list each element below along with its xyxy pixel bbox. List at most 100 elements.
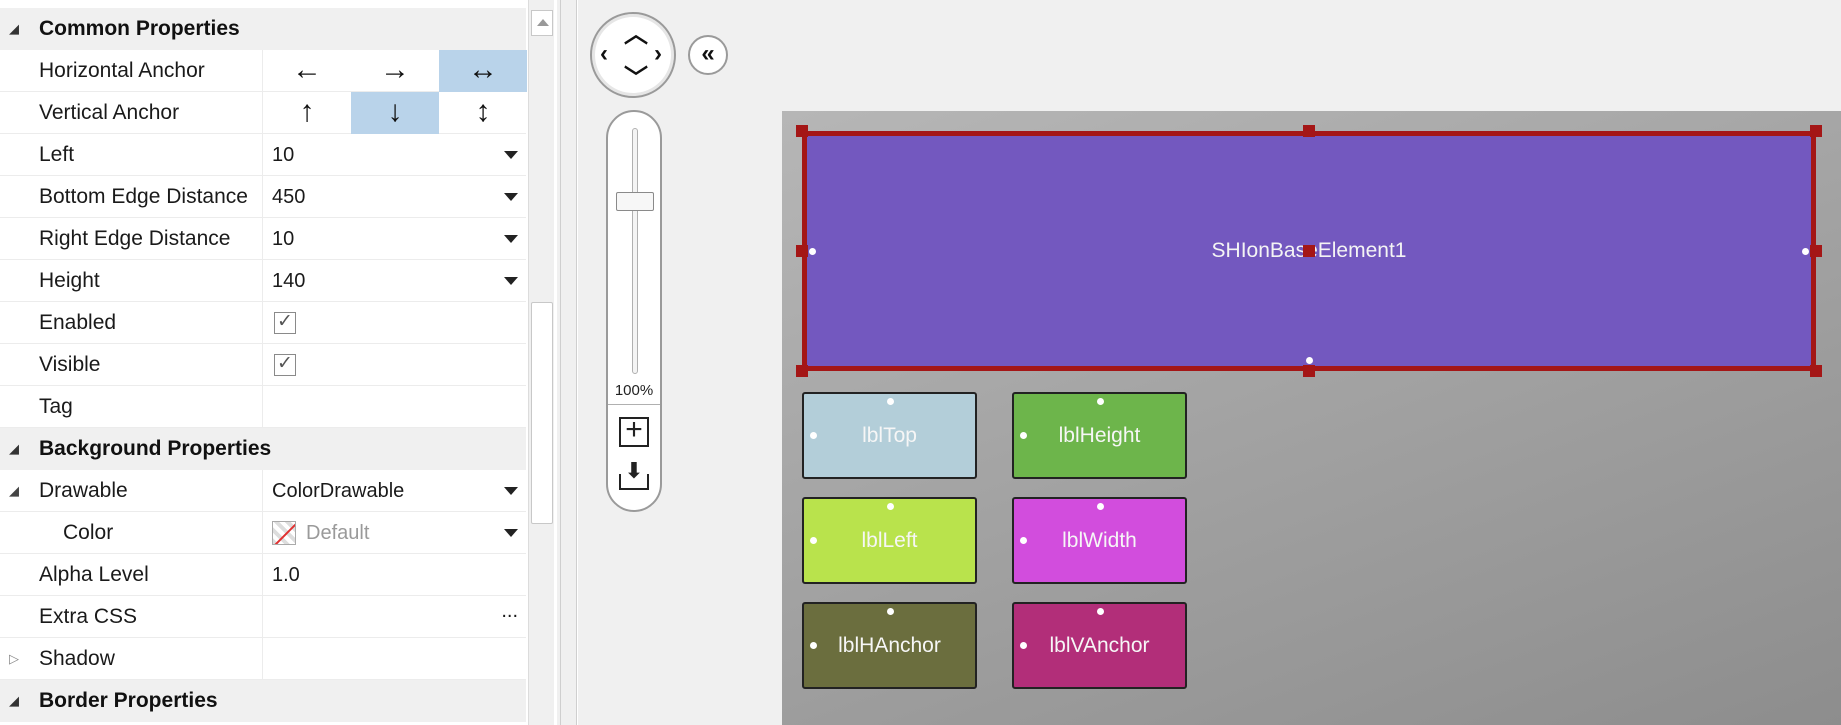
row-tag: Tag bbox=[0, 386, 526, 428]
element-label: lblVAnchor bbox=[1049, 633, 1150, 657]
label-element-lblwidth[interactable]: lblWidth bbox=[1012, 497, 1187, 584]
label-element-lblheight[interactable]: lblHeight bbox=[1012, 392, 1187, 479]
expand-arrow-icon[interactable]: ◢ bbox=[9, 483, 19, 498]
bottom-edge-distance-field[interactable]: 450 bbox=[262, 176, 526, 218]
scroll-up-arrow-icon[interactable] bbox=[531, 10, 553, 36]
scroll-thumb[interactable] bbox=[531, 302, 553, 524]
double-chevron-left-icon: « bbox=[701, 40, 715, 67]
design-canvas[interactable]: SHIonBaseElement1 lblTop lblHeight lblLe… bbox=[782, 111, 1841, 725]
anchor-dot bbox=[1306, 357, 1313, 364]
property-value: 1.0 bbox=[272, 564, 300, 586]
row-right-edge-distance: Right Edge Distance 10 bbox=[0, 218, 526, 260]
anchor-both-horizontal-icon[interactable]: ↔ bbox=[439, 50, 527, 92]
move-handle-center[interactable] bbox=[1303, 245, 1315, 257]
dropdown-arrow-icon[interactable] bbox=[504, 235, 518, 243]
property-name: Right Edge Distance bbox=[39, 227, 231, 250]
category-background-properties[interactable]: ◢ Background Properties bbox=[0, 428, 526, 470]
label-element-lblhanchor[interactable]: lblHAnchor bbox=[802, 602, 977, 689]
dropdown-arrow-icon[interactable] bbox=[504, 487, 518, 495]
shadow-value-field[interactable] bbox=[262, 638, 526, 680]
property-grid-scrollbar[interactable] bbox=[528, 0, 554, 725]
color-value-field[interactable]: Default bbox=[262, 512, 526, 554]
expand-arrow-icon[interactable]: ◢ bbox=[9, 21, 19, 36]
dropdown-arrow-icon[interactable] bbox=[504, 151, 518, 159]
zoom-slider-thumb[interactable] bbox=[616, 192, 654, 212]
anchor-top-icon[interactable]: ↑ bbox=[299, 95, 315, 128]
pan-down-icon[interactable]: ﹀ bbox=[624, 65, 648, 92]
resize-handle-left[interactable] bbox=[796, 245, 808, 257]
resize-handle-right[interactable] bbox=[1810, 245, 1822, 257]
anchor-dot bbox=[1020, 537, 1027, 544]
property-name: Left bbox=[39, 143, 75, 166]
row-color: Color Default bbox=[0, 512, 526, 554]
anchor-right-icon[interactable]: → bbox=[380, 53, 410, 86]
height-value-field[interactable]: 140 bbox=[262, 260, 526, 302]
alpha-level-field[interactable]: 1.0 bbox=[262, 554, 526, 596]
label-element-lblleft[interactable]: lblLeft bbox=[802, 497, 977, 584]
left-value-field[interactable]: 10 bbox=[262, 134, 526, 176]
checkmark-icon: ✓ bbox=[277, 353, 293, 374]
anchor-both-vertical-icon[interactable]: ↕ bbox=[475, 95, 491, 128]
zoom-control: 100% ⬇ bbox=[606, 110, 662, 512]
dropdown-arrow-icon[interactable] bbox=[504, 277, 518, 285]
anchor-dot bbox=[809, 248, 816, 255]
dropdown-arrow-icon[interactable] bbox=[504, 529, 518, 537]
pan-control[interactable]: ︿ ﹀ ‹ › bbox=[590, 12, 676, 98]
horizontal-anchor-selector: ← → ↔ bbox=[262, 50, 527, 92]
anchor-dot bbox=[1802, 248, 1809, 255]
down-arrow-shape: ⬇ bbox=[624, 458, 644, 483]
expand-arrow-icon[interactable]: ◢ bbox=[9, 693, 19, 708]
anchor-left-icon[interactable]: ← bbox=[292, 53, 322, 86]
anchor-dot bbox=[887, 503, 894, 510]
label-element-lblvanchor[interactable]: lblVAnchor bbox=[1012, 602, 1187, 689]
resize-handle-top-right[interactable] bbox=[1810, 125, 1822, 137]
right-edge-distance-field[interactable]: 10 bbox=[262, 218, 526, 260]
anchor-dot bbox=[810, 642, 817, 649]
pan-right-icon[interactable]: › bbox=[654, 40, 662, 67]
vertical-anchor-selector: ↑ ↓ ↕ bbox=[262, 92, 526, 134]
label-element-lbltop[interactable]: lblTop bbox=[802, 392, 977, 479]
property-name: Shadow bbox=[39, 647, 115, 670]
visible-checkbox[interactable]: ✓ bbox=[274, 353, 296, 376]
resize-handle-bottom[interactable] bbox=[1303, 365, 1315, 377]
resize-handle-top-left[interactable] bbox=[796, 125, 808, 137]
row-extra-css: Extra CSS ... bbox=[0, 596, 526, 638]
property-name: Color bbox=[63, 521, 114, 544]
pan-left-icon[interactable]: ‹ bbox=[600, 40, 608, 67]
resize-handle-bottom-left[interactable] bbox=[796, 365, 808, 377]
row-height: Height 140 bbox=[0, 260, 526, 302]
drawable-value-field[interactable]: ColorDrawable bbox=[262, 470, 526, 512]
property-name: Horizontal Anchor bbox=[39, 59, 205, 82]
collapse-panel-button[interactable]: « bbox=[688, 35, 728, 75]
row-visible: Visible ✓ bbox=[0, 344, 526, 386]
row-shadow: ▷ Shadow bbox=[0, 638, 526, 680]
panel-splitter[interactable] bbox=[557, 0, 577, 725]
designer-surface: ︿ ﹀ ‹ › « 100% ⬇ SHIonBaseElement1 bbox=[578, 0, 1841, 725]
element-label: lblTop bbox=[862, 423, 917, 447]
category-common-properties[interactable]: ◢ Common Properties bbox=[0, 8, 526, 50]
category-title: Border Properties bbox=[39, 689, 218, 712]
row-alpha-level: Alpha Level 1.0 bbox=[0, 554, 526, 596]
anchor-bottom-icon[interactable]: ↓ bbox=[351, 92, 439, 134]
resize-handle-top[interactable] bbox=[1303, 125, 1315, 137]
element-label: lblLeft bbox=[861, 528, 918, 552]
collapsed-arrow-icon[interactable]: ▷ bbox=[9, 651, 19, 666]
anchor-dot bbox=[1097, 398, 1104, 405]
zoom-slider-track[interactable] bbox=[632, 128, 638, 374]
tag-value-field[interactable] bbox=[262, 386, 526, 428]
expand-arrow-icon[interactable]: ◢ bbox=[9, 441, 19, 456]
element-label: lblHeight bbox=[1058, 423, 1141, 447]
ellipsis-button[interactable]: ... bbox=[501, 600, 518, 622]
property-name: Alpha Level bbox=[39, 563, 149, 586]
category-border-properties[interactable]: ◢ Border Properties bbox=[0, 680, 526, 722]
extra-css-field[interactable]: ... bbox=[262, 596, 526, 638]
pan-up-icon[interactable]: ︿ bbox=[624, 21, 648, 48]
fit-to-screen-icon[interactable] bbox=[619, 413, 649, 447]
anchor-dot bbox=[810, 432, 817, 439]
export-download-icon[interactable]: ⬇ bbox=[619, 458, 649, 492]
resize-handle-bottom-right[interactable] bbox=[1810, 365, 1822, 377]
enabled-checkbox[interactable]: ✓ bbox=[274, 311, 296, 334]
property-name: Tag bbox=[39, 395, 73, 418]
row-bottom-edge-distance: Bottom Edge Distance 450 bbox=[0, 176, 526, 218]
dropdown-arrow-icon[interactable] bbox=[504, 193, 518, 201]
